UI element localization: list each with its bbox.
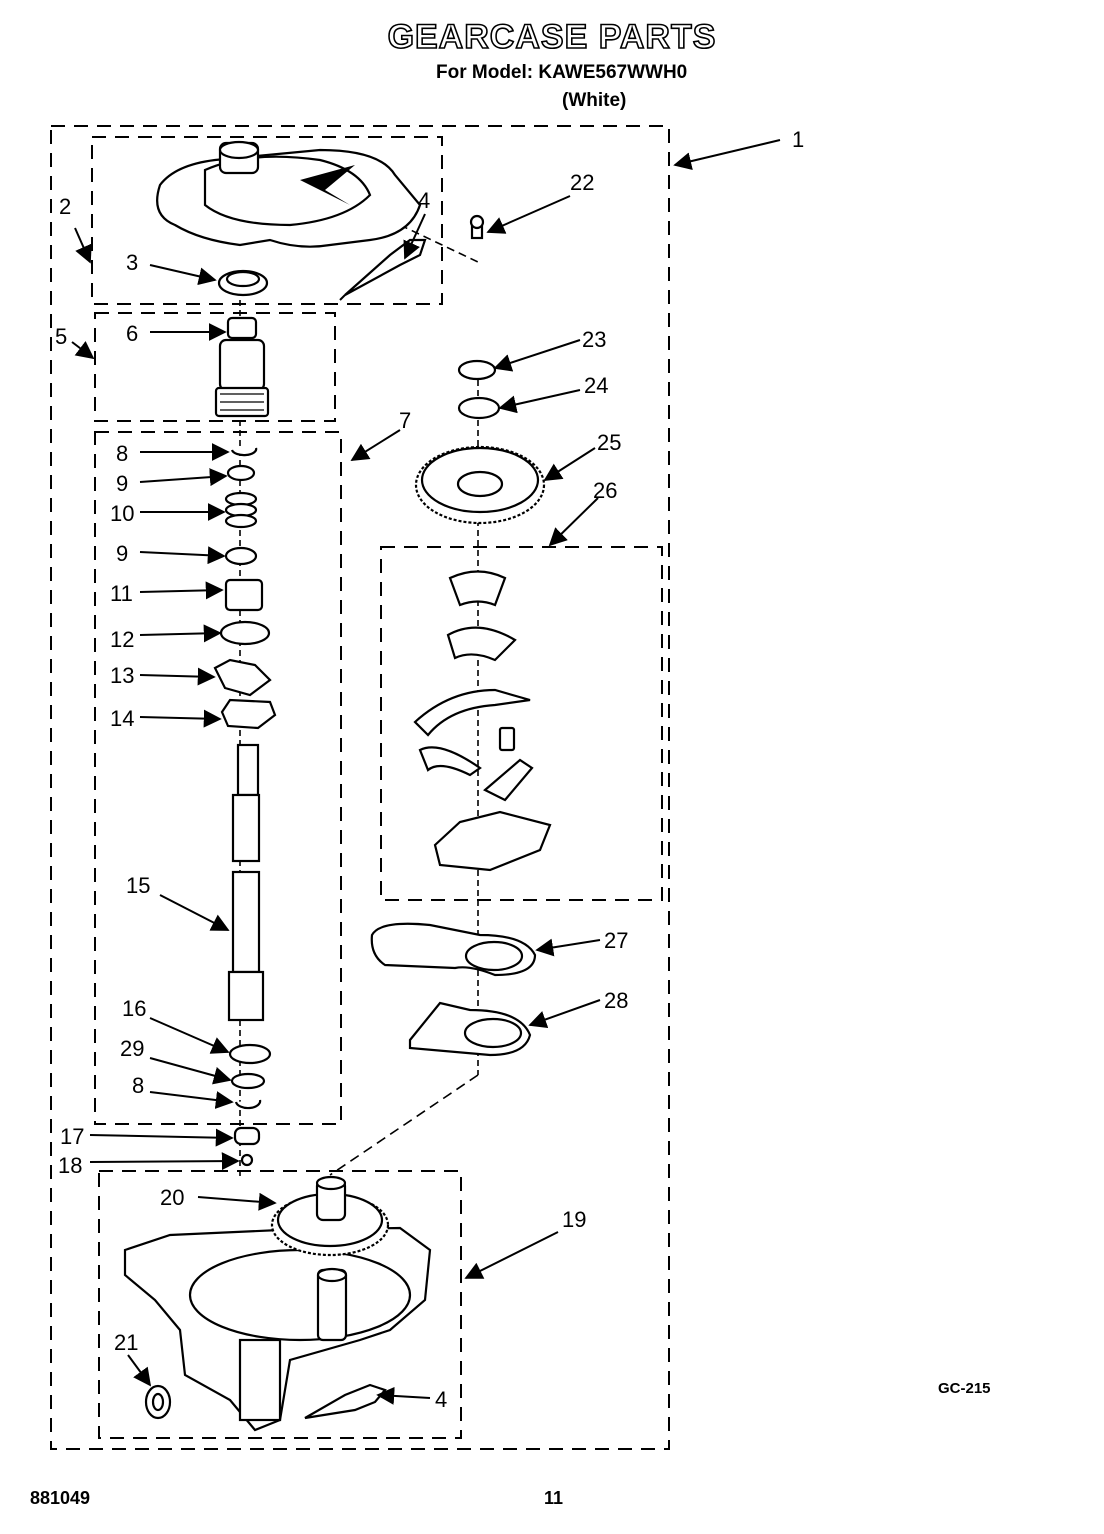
callout-20: 20 xyxy=(160,1185,184,1210)
callout-8-top: 8 xyxy=(116,441,128,466)
spline-drive-part xyxy=(214,316,270,418)
callout-24: 24 xyxy=(584,373,608,398)
clutch-part-11 xyxy=(224,578,264,612)
retaining-ring-part-8-top xyxy=(230,447,258,457)
page-title: GEARCASE PARTS xyxy=(387,17,717,57)
callout-25: 25 xyxy=(597,430,621,455)
grease-tube-part-top xyxy=(339,238,427,301)
callout-11: 11 xyxy=(110,581,133,606)
callout-17: 17 xyxy=(60,1124,84,1149)
shift-assembly-part-26 xyxy=(413,570,552,872)
callout-8-bottom: 8 xyxy=(132,1073,144,1098)
gearcase-cover-part xyxy=(156,140,422,248)
main-gear-part-20 xyxy=(270,1175,390,1257)
gearcase-housing-part xyxy=(123,1226,432,1432)
assembly-2-box xyxy=(91,136,443,305)
callout-1: 1 xyxy=(792,127,804,152)
callout-27: 27 xyxy=(604,928,628,953)
page-number: 11 xyxy=(544,1488,564,1508)
callout-9-bottom: 9 xyxy=(116,541,128,566)
shift-lever-part-27 xyxy=(370,922,537,977)
seal-part-21 xyxy=(144,1384,172,1420)
ring-part-12 xyxy=(219,620,271,646)
washer-part-9-top xyxy=(226,464,256,482)
grease-tube-part-bottom xyxy=(304,1383,387,1420)
bushing-part-17 xyxy=(233,1126,261,1146)
washer-part-24 xyxy=(457,396,501,420)
callout-22: 22 xyxy=(570,170,594,195)
washer-part-16 xyxy=(228,1043,272,1065)
assembly-1-box xyxy=(50,125,670,1450)
callout-15: 15 xyxy=(126,873,150,898)
callout-3: 3 xyxy=(126,250,138,275)
callout-4-top: 4 xyxy=(418,188,430,213)
cam-driver-part-14 xyxy=(220,698,277,730)
callout-18: 18 xyxy=(58,1153,82,1178)
assembly-5-box xyxy=(94,312,336,422)
assembly-26-box xyxy=(380,546,663,901)
connector-axis-line xyxy=(329,1074,479,1176)
callout-6: 6 xyxy=(126,321,138,346)
seal-part xyxy=(217,269,269,297)
drive-gear-part-25 xyxy=(414,445,546,525)
washer-part-29 xyxy=(230,1072,266,1090)
washer-part-9-bottom xyxy=(224,546,258,566)
cam-part-13 xyxy=(213,658,272,697)
spring-part-10 xyxy=(224,491,258,529)
model-color: (White) xyxy=(562,90,627,111)
callout-7: 7 xyxy=(399,408,411,433)
model-number: For Model: KAWE567WWH0 xyxy=(436,62,688,83)
document-number: 881049 xyxy=(30,1488,91,1508)
actuator-part-28 xyxy=(408,1001,532,1057)
assembly-19-box xyxy=(98,1170,462,1439)
callout-4-bottom: 4 xyxy=(435,1387,447,1412)
callout-13: 13 xyxy=(110,663,134,688)
ball-part-18 xyxy=(240,1153,254,1167)
callout-5: 5 xyxy=(55,324,67,349)
callout-29: 29 xyxy=(120,1036,144,1061)
retaining-ring-part-8-bottom xyxy=(234,1099,262,1110)
callout-12: 12 xyxy=(110,627,134,652)
callout-19: 19 xyxy=(562,1207,586,1232)
callout-9-top: 9 xyxy=(116,471,128,496)
callout-26: 26 xyxy=(593,478,617,503)
washer-part-23 xyxy=(457,359,497,381)
callout-23: 23 xyxy=(582,327,606,352)
callout-14: 14 xyxy=(110,706,134,731)
screw-part xyxy=(469,214,485,240)
assembly-7-box xyxy=(94,431,342,1125)
callout-21: 21 xyxy=(114,1330,138,1355)
agitator-shaft-part-15 xyxy=(227,743,265,1022)
callout-2: 2 xyxy=(59,194,71,219)
callout-10: 10 xyxy=(110,501,134,526)
callout-16: 16 xyxy=(122,996,146,1021)
screw-axis-line xyxy=(399,224,479,263)
diagram-code: GC-215 xyxy=(938,1380,991,1397)
callout-28: 28 xyxy=(604,988,628,1013)
